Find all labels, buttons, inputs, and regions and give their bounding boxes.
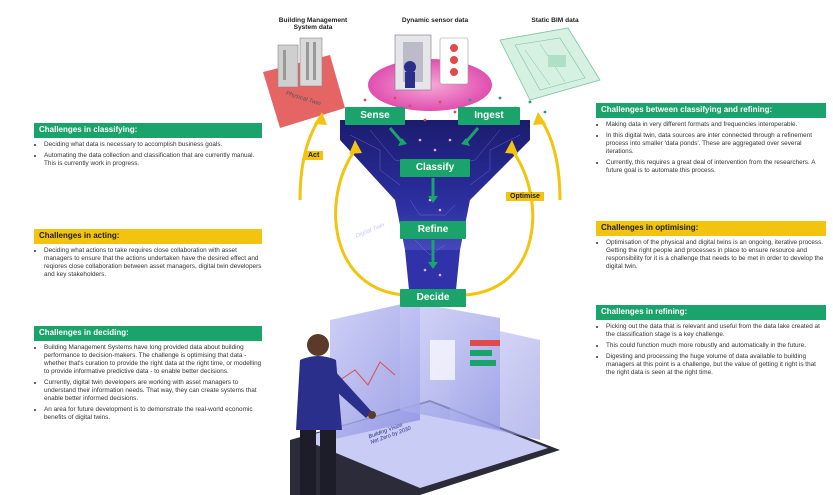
stage-refine: Refine bbox=[400, 221, 466, 239]
panel-optimising-title: Challenges in optimising: bbox=[596, 221, 826, 236]
stage-classify: Classify bbox=[400, 159, 470, 177]
list-item: Deciding what actions to take requires c… bbox=[44, 247, 262, 279]
panel-acting-list: Deciding what actions to take requires c… bbox=[34, 247, 262, 279]
person-figure bbox=[296, 334, 376, 495]
list-item: Currently, digital twin developers are w… bbox=[44, 379, 262, 403]
stage-ingest: Ingest bbox=[458, 107, 520, 125]
list-item: In this digital twin, data sources are i… bbox=[606, 132, 826, 156]
panel-between-title: Challenges between classifying and refin… bbox=[596, 103, 826, 118]
tag-act: Act bbox=[304, 151, 324, 160]
list-item: Optimisation of the physical and digital… bbox=[606, 239, 826, 271]
panel-refining-title: Challenges in refining: bbox=[596, 305, 826, 320]
sensor-platform bbox=[368, 34, 492, 111]
panel-between: Challenges between classifying and refin… bbox=[596, 103, 826, 178]
list-item: Deciding what data is necessary to accom… bbox=[44, 141, 262, 149]
panel-classifying-title: Challenges in classifying: bbox=[34, 123, 262, 138]
stage-decide: Decide bbox=[400, 289, 466, 307]
hologram-screens bbox=[330, 300, 540, 440]
list-item: An area for future development is to dem… bbox=[44, 406, 262, 422]
panel-deciding: Challenges in deciding: Building Managem… bbox=[34, 326, 262, 425]
panel-refining-list: Picking out the data that is relevant an… bbox=[596, 323, 826, 377]
digital-twin-funnel bbox=[340, 120, 530, 290]
physical-twin-platform bbox=[263, 37, 345, 128]
list-item: Picking out the data that is relevant an… bbox=[606, 323, 826, 339]
stage-sense: Sense bbox=[345, 107, 405, 125]
panel-refining: Challenges in refining: Picking out the … bbox=[596, 305, 826, 380]
list-item: Digesting and processing the huge volume… bbox=[606, 353, 826, 377]
list-item: Currently, this requires a great deal of… bbox=[606, 159, 826, 175]
bim-model bbox=[499, 27, 601, 101]
list-item: Building Management Systems have long pr… bbox=[44, 344, 262, 376]
label-sensor-data: Dynamic sensor data bbox=[401, 17, 469, 24]
label-bim-data: Static BIM data bbox=[531, 17, 579, 24]
panel-deciding-title: Challenges in deciding: bbox=[34, 326, 262, 341]
panel-deciding-list: Building Management Systems have long pr… bbox=[34, 344, 262, 422]
list-item: This could function much more robustly a… bbox=[606, 342, 826, 350]
panel-classifying-list: Deciding what data is necessary to accom… bbox=[34, 141, 262, 168]
panel-optimising: Challenges in optimising: Optimisation o… bbox=[596, 221, 826, 274]
panel-acting-title: Challenges in acting: bbox=[34, 229, 262, 244]
panel-acting: Challenges in acting: Deciding what acti… bbox=[34, 229, 262, 282]
panel-between-list: Making data in very different formats an… bbox=[596, 121, 826, 175]
list-item: Automating the data collection and class… bbox=[44, 152, 262, 168]
list-item: Making data in very different formats an… bbox=[606, 121, 826, 129]
label-bms-data: Building Management System data bbox=[278, 17, 348, 32]
panel-optimising-list: Optimisation of the physical and digital… bbox=[596, 239, 826, 271]
panel-classifying: Challenges in classifying: Deciding what… bbox=[34, 123, 262, 171]
tag-optimise: Optimise bbox=[506, 192, 544, 201]
